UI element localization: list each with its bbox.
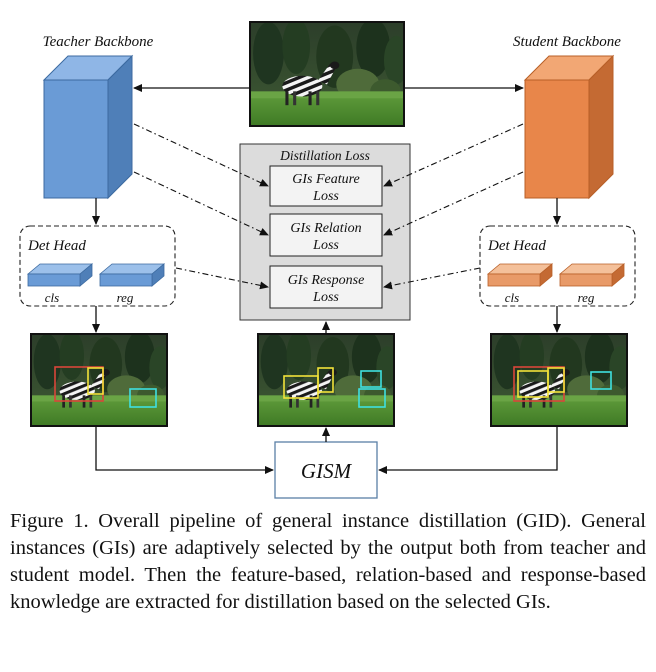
- svg-text:GIs Feature: GIs Feature: [292, 172, 360, 187]
- distillation-loss-title: Distillation Loss: [279, 148, 370, 163]
- student-backbone-cube: [523, 54, 615, 200]
- svg-text:Det Head: Det Head: [27, 238, 86, 254]
- svg-text:Det Head: Det Head: [487, 238, 546, 254]
- teacher-detection-image: [30, 333, 168, 427]
- svg-text:reg: reg: [117, 290, 134, 305]
- svg-text:Loss: Loss: [312, 238, 339, 253]
- arrow-teacher-to-gism: [95, 426, 274, 474]
- gi-selection-image: [257, 333, 395, 427]
- student-detection-image: [490, 333, 628, 427]
- arrow-student-to-gism: [378, 426, 558, 474]
- loss-box-relation: GIs Relation Loss: [269, 213, 383, 257]
- loss-box-feature: GIs Feature Loss: [269, 165, 383, 207]
- svg-text:cls: cls: [45, 290, 59, 305]
- svg-text:GIs Relation: GIs Relation: [290, 221, 361, 236]
- student-det-head: Det Head cls reg: [479, 225, 636, 307]
- svg-text:Loss: Loss: [312, 290, 339, 305]
- svg-text:Loss: Loss: [312, 189, 339, 204]
- teacher-backbone-cube: [42, 54, 134, 200]
- teacher-det-head: Det Head cls reg: [19, 225, 176, 307]
- loss-box-response: GIs Response Loss: [269, 265, 383, 309]
- svg-text:cls: cls: [505, 290, 519, 305]
- input-image: [249, 21, 405, 127]
- pipeline-figure: Teacher Backbone Student Backbone Distil…: [19, 21, 636, 499]
- svg-text:reg: reg: [578, 290, 595, 305]
- figure-caption: Figure 1. Overall pipeline of general in…: [10, 510, 646, 613]
- svg-text:GIs Response: GIs Response: [288, 273, 365, 288]
- gism-box: GISM: [274, 441, 378, 499]
- svg-text:GISM: GISM: [301, 459, 353, 483]
- student-backbone-label: Student Backbone: [513, 34, 621, 50]
- teacher-backbone-label: Teacher Backbone: [43, 34, 154, 50]
- dashdot-arrows: [133, 123, 524, 290]
